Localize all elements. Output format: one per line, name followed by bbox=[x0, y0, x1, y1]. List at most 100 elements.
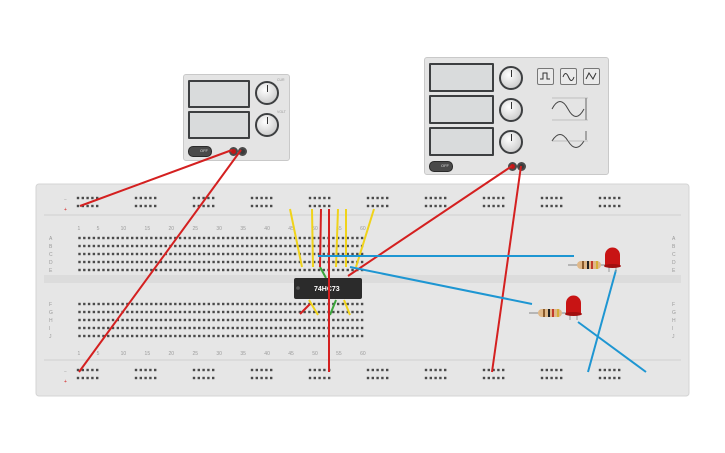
breadboard-hole[interactable] bbox=[269, 260, 273, 264]
rail-hole[interactable] bbox=[608, 368, 611, 372]
breadboard-hole[interactable] bbox=[298, 318, 302, 322]
rail-hole[interactable] bbox=[313, 376, 316, 380]
rail-hole[interactable] bbox=[323, 196, 326, 200]
rail-hole[interactable] bbox=[308, 376, 312, 380]
breadboard-hole[interactable] bbox=[293, 302, 297, 306]
breadboard-hole[interactable] bbox=[236, 318, 239, 322]
rail-hole[interactable] bbox=[207, 196, 210, 200]
breadboard-hole[interactable] bbox=[293, 310, 297, 314]
breadboard-hole[interactable] bbox=[111, 310, 115, 314]
breadboard-hole[interactable] bbox=[154, 334, 158, 338]
breadboard-hole[interactable] bbox=[245, 318, 249, 322]
breadboard-hole[interactable] bbox=[250, 310, 254, 314]
breadboard-hole[interactable] bbox=[241, 302, 244, 306]
breadboard-hole[interactable] bbox=[87, 236, 91, 240]
breadboard-hole[interactable] bbox=[150, 260, 153, 264]
breadboard-hole[interactable] bbox=[159, 268, 163, 272]
breadboard-hole[interactable] bbox=[178, 326, 182, 330]
breadboard-hole[interactable] bbox=[231, 244, 234, 248]
breadboard-hole[interactable] bbox=[126, 244, 129, 248]
breadboard-hole[interactable] bbox=[145, 244, 148, 248]
voltage-knob[interactable] bbox=[255, 113, 279, 137]
rail-hole[interactable] bbox=[212, 196, 215, 200]
breadboard-hole[interactable] bbox=[169, 326, 172, 330]
breadboard-hole[interactable] bbox=[245, 244, 249, 248]
breadboard-hole[interactable] bbox=[356, 260, 359, 264]
rail-hole[interactable] bbox=[497, 204, 500, 208]
breadboard-hole[interactable] bbox=[341, 236, 345, 240]
rail-hole[interactable] bbox=[96, 368, 99, 372]
breadboard-hole[interactable] bbox=[250, 318, 254, 322]
breadboard-hole[interactable] bbox=[274, 260, 278, 264]
breadboard-hole[interactable] bbox=[217, 252, 220, 256]
rail-hole[interactable] bbox=[550, 368, 553, 372]
breadboard-hole[interactable] bbox=[102, 252, 105, 256]
rail-hole[interactable] bbox=[376, 368, 379, 372]
breadboard-hole[interactable] bbox=[241, 268, 244, 272]
breadboard-hole[interactable] bbox=[356, 252, 359, 256]
breadboard-hole[interactable] bbox=[150, 236, 153, 240]
rail-hole[interactable] bbox=[386, 204, 389, 208]
breadboard-hole[interactable] bbox=[130, 334, 134, 338]
breadboard-hole[interactable] bbox=[327, 310, 330, 314]
breadboard-hole[interactable] bbox=[360, 326, 364, 330]
breadboard-hole[interactable] bbox=[116, 326, 120, 330]
breadboard-hole[interactable] bbox=[217, 318, 220, 322]
breadboard-hole[interactable] bbox=[289, 244, 292, 248]
rail-hole[interactable] bbox=[502, 196, 505, 200]
rail-hole[interactable] bbox=[540, 204, 544, 208]
breadboard-hole[interactable] bbox=[284, 310, 287, 314]
breadboard-hole[interactable] bbox=[284, 260, 287, 264]
rail-hole[interactable] bbox=[328, 204, 331, 208]
breadboard-hole[interactable] bbox=[145, 310, 148, 314]
rail-hole[interactable] bbox=[154, 368, 157, 372]
rail-hole[interactable] bbox=[545, 376, 548, 380]
breadboard-hole[interactable] bbox=[293, 236, 297, 240]
rail-hole[interactable] bbox=[555, 196, 558, 200]
breadboard-hole[interactable] bbox=[322, 252, 325, 256]
breadboard-hole[interactable] bbox=[327, 244, 330, 248]
rail-hole[interactable] bbox=[540, 196, 544, 200]
breadboard-hole[interactable] bbox=[183, 260, 187, 264]
rail-hole[interactable] bbox=[91, 376, 94, 380]
breadboard-hole[interactable] bbox=[274, 244, 278, 248]
rail-hole[interactable] bbox=[540, 368, 544, 372]
breadboard-hole[interactable] bbox=[346, 318, 349, 322]
breadboard-hole[interactable] bbox=[202, 252, 206, 256]
breadboard-hole[interactable] bbox=[313, 252, 316, 256]
rail-hole[interactable] bbox=[323, 204, 326, 208]
breadboard-hole[interactable] bbox=[169, 310, 172, 314]
breadboard-hole[interactable] bbox=[174, 302, 177, 306]
rail-hole[interactable] bbox=[613, 196, 616, 200]
breadboard-hole[interactable] bbox=[87, 310, 91, 314]
breadboard-hole[interactable] bbox=[293, 318, 297, 322]
breadboard-hole[interactable] bbox=[130, 310, 134, 314]
rail-hole[interactable] bbox=[308, 196, 312, 200]
breadboard-hole[interactable] bbox=[274, 318, 278, 322]
breadboard-hole[interactable] bbox=[150, 302, 153, 306]
breadboard-hole[interactable] bbox=[178, 244, 182, 248]
breadboard-hole[interactable] bbox=[222, 236, 225, 240]
rail-hole[interactable] bbox=[439, 376, 442, 380]
breadboard-hole[interactable] bbox=[126, 302, 129, 306]
rail-hole[interactable] bbox=[270, 204, 273, 208]
breadboard-hole[interactable] bbox=[260, 318, 263, 322]
rail-hole[interactable] bbox=[371, 376, 374, 380]
rail-hole[interactable] bbox=[482, 204, 486, 208]
breadboard-hole[interactable] bbox=[159, 326, 163, 330]
rail-hole[interactable] bbox=[608, 204, 611, 208]
rail-hole[interactable] bbox=[603, 368, 606, 372]
breadboard-hole[interactable] bbox=[107, 252, 110, 256]
breadboard-hole[interactable] bbox=[116, 302, 120, 306]
breadboard-hole[interactable] bbox=[87, 260, 91, 264]
breadboard-hole[interactable] bbox=[169, 318, 172, 322]
rail-hole[interactable] bbox=[545, 204, 548, 208]
breadboard-hole[interactable] bbox=[289, 310, 292, 314]
breadboard-hole[interactable] bbox=[298, 302, 302, 306]
breadboard-hole[interactable] bbox=[92, 244, 96, 248]
breadboard-hole[interactable] bbox=[284, 334, 287, 338]
breadboard-hole[interactable] bbox=[260, 244, 263, 248]
rail-hole[interactable] bbox=[192, 376, 196, 380]
breadboard-hole[interactable] bbox=[178, 302, 182, 306]
rail-hole[interactable] bbox=[502, 204, 505, 208]
